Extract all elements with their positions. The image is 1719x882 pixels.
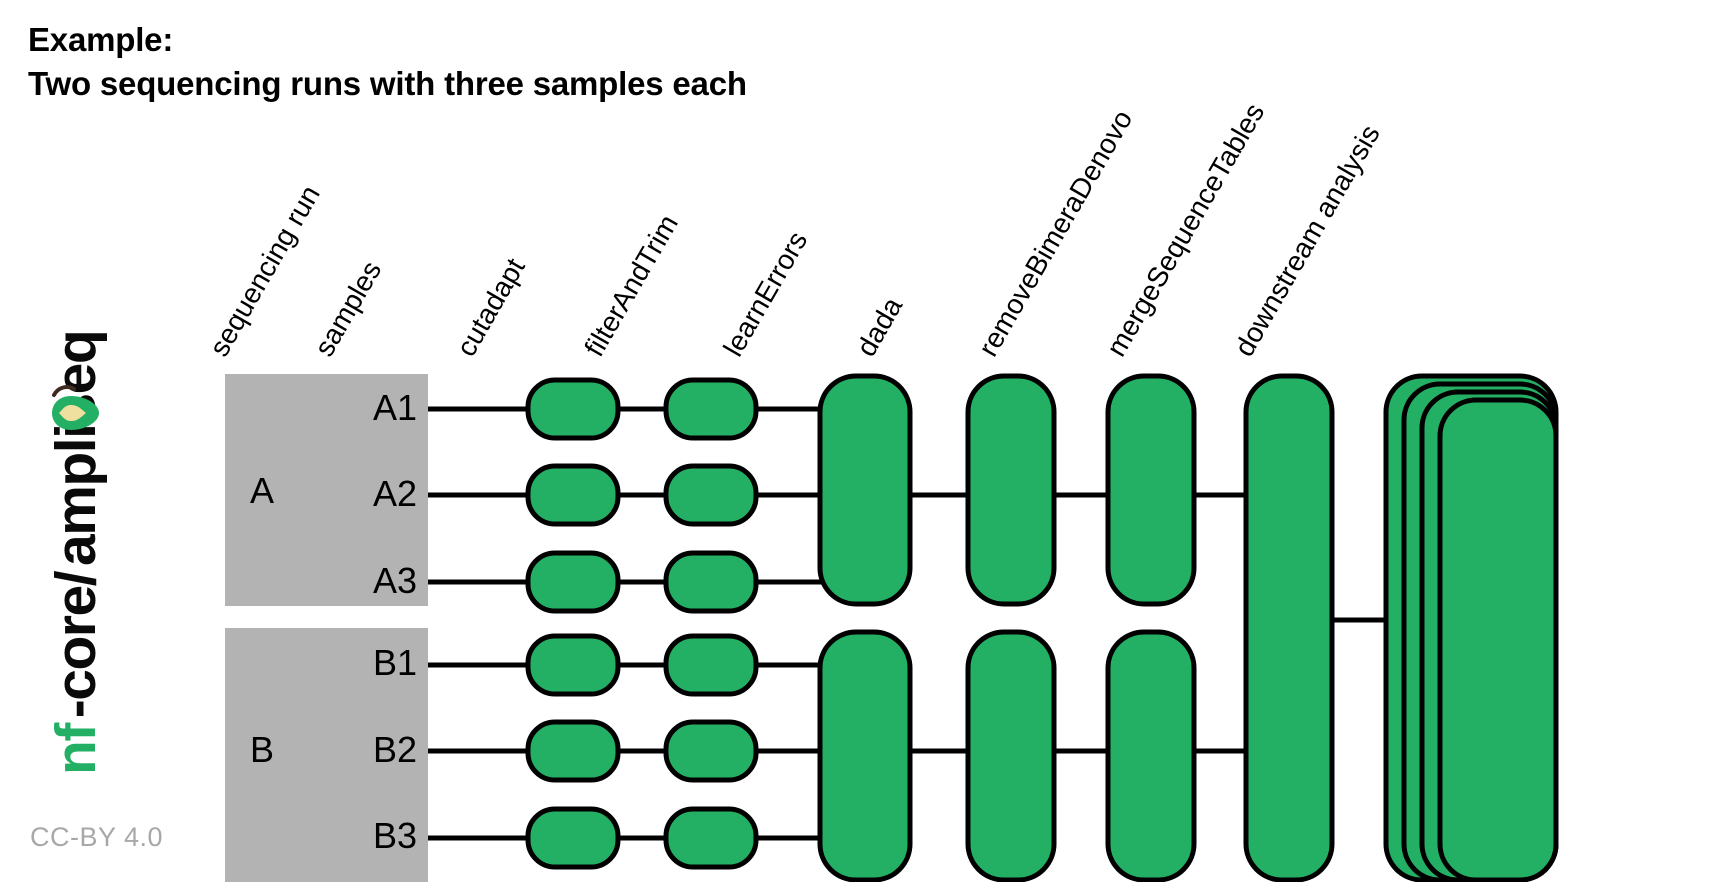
node-cutadapt-b2[interactable] [525, 719, 621, 783]
title-line-1: Example: [28, 21, 174, 58]
node-filterandtrim-b3[interactable] [663, 806, 759, 870]
node-removebimeradenovo-a[interactable] [1105, 373, 1197, 607]
node-mergesequencetables[interactable] [1243, 373, 1335, 882]
sample-label-b2: B2 [373, 729, 417, 770]
run-label-a: A [250, 470, 274, 511]
run-group-a [225, 374, 428, 606]
title-line-2: Two sequencing runs with three samples e… [28, 64, 747, 102]
node-filterandtrim-a1[interactable] [663, 377, 759, 441]
run-label-b: B [250, 729, 274, 770]
node-dada-b[interactable] [965, 629, 1057, 882]
node-learnerrors-b[interactable] [817, 629, 913, 882]
node-dada-a[interactable] [965, 373, 1057, 607]
node-filterandtrim-b1[interactable] [663, 633, 759, 697]
sample-label-a1: A1 [373, 387, 417, 428]
sample-label-a2: A2 [373, 473, 417, 514]
node-filterandtrim-b2[interactable] [663, 719, 759, 783]
node-filterandtrim-a2[interactable] [663, 463, 759, 527]
sample-label-b3: B3 [373, 815, 417, 856]
sample-label-a3: A3 [373, 560, 417, 601]
run-group-b [225, 628, 428, 882]
node-cutadapt-b1[interactable] [525, 633, 621, 697]
nf-core-apple-icon [52, 385, 99, 430]
node-cutadapt-a3[interactable] [525, 550, 621, 614]
node-cutadapt-b3[interactable] [525, 806, 621, 870]
node-downstream-analysis-layer-1[interactable] [1437, 397, 1559, 882]
nf-core-logo: nf-core/ampliseq [0, 331, 200, 775]
node-cutadapt-a1[interactable] [525, 377, 621, 441]
node-removebimeradenovo-b[interactable] [1105, 629, 1197, 882]
node-cutadapt-a2[interactable] [525, 463, 621, 527]
sample-label-b1: B1 [373, 642, 417, 683]
page-title: Example: Two sequencing runs with three … [28, 18, 747, 106]
node-learnerrors-a[interactable] [817, 373, 913, 607]
node-filterandtrim-a3[interactable] [663, 550, 759, 614]
license-label: CC-BY 4.0 [30, 822, 164, 852]
